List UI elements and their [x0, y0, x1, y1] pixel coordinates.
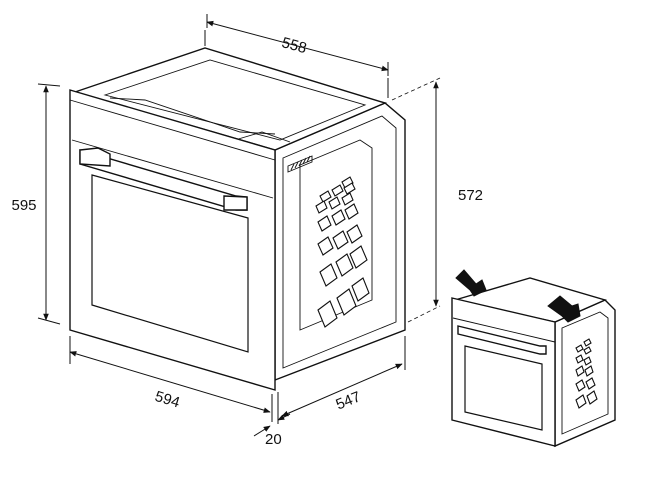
- oven-top-rail-right: [234, 131, 291, 143]
- lifting-hand-right-icon: [547, 295, 581, 323]
- oven-vent-hatch: [290, 155, 311, 171]
- dimension-door-offset: 20: [253, 413, 291, 448]
- label-front-width: 594: [153, 388, 182, 412]
- oven-side-vent-strip: [287, 155, 313, 173]
- oven-control-strip-bottom: [71, 139, 274, 199]
- oven-side-recess: [299, 139, 373, 331]
- oven-handle-mount-left: [79, 147, 111, 167]
- dimension-side-height: 572: [391, 77, 483, 323]
- label-top-width: 558: [280, 34, 309, 57]
- label-side-height: 572: [458, 187, 483, 204]
- label-door-offset: 20: [265, 431, 282, 448]
- dimension-top-width: 558: [204, 14, 389, 98]
- oven-top-inner: [103, 59, 367, 141]
- small-oven-ventilation: [575, 338, 598, 409]
- oven-control-strip: [69, 99, 276, 161]
- dimension-front-height: 595: [11, 83, 61, 325]
- small-oven-control-strip: [452, 317, 556, 343]
- oven-ventilation-pattern: [315, 176, 370, 328]
- main-oven: [69, 47, 406, 391]
- small-oven-handle: [457, 325, 547, 355]
- oven-side-inner-frame: [282, 115, 397, 369]
- oven-handle-mount-right: [223, 195, 248, 211]
- dimension-front-width: 594: [69, 336, 273, 422]
- small-oven-side-inner: [561, 311, 609, 435]
- installation-oven: [451, 269, 616, 448]
- small-oven-door-window: [464, 345, 543, 431]
- label-front-height: 595: [11, 197, 36, 214]
- lifting-hand-left-icon: [455, 269, 487, 297]
